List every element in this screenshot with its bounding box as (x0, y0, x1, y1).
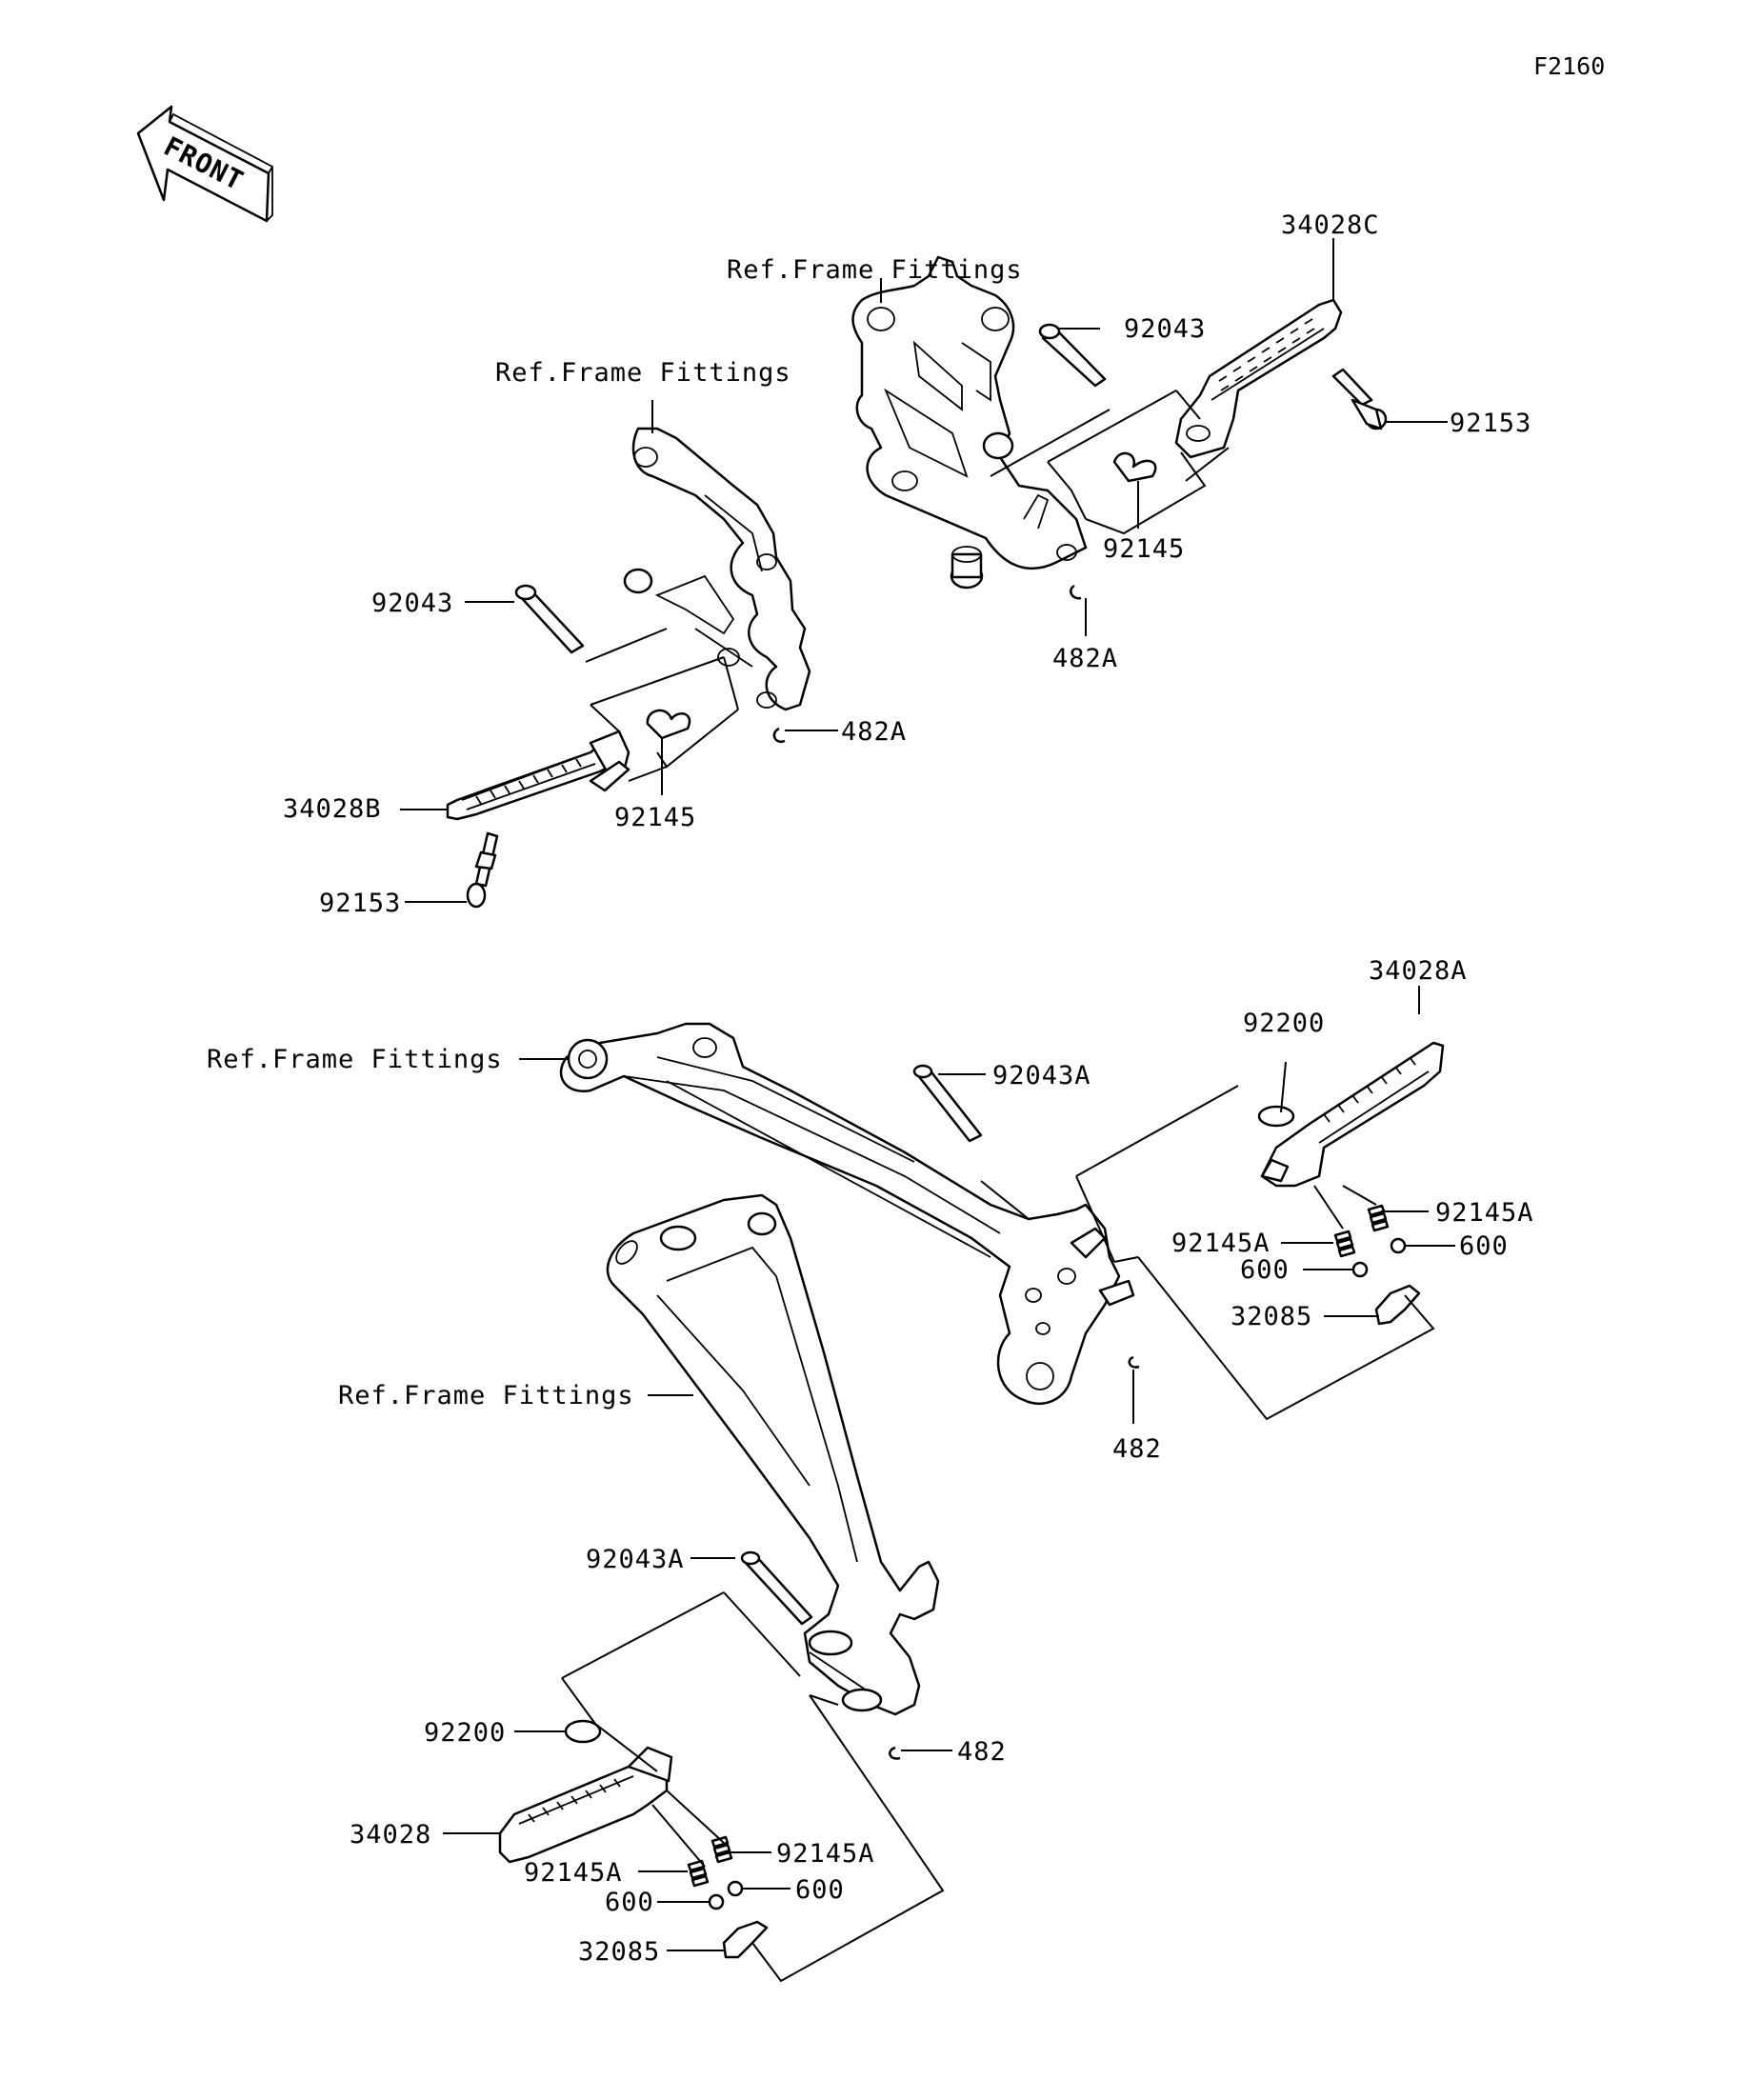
footpeg-34028B (446, 730, 630, 821)
detent-32085-left (722, 1920, 769, 1959)
label-482-right: 482 (1112, 1434, 1162, 1464)
label-34028B: 34028B (283, 794, 382, 824)
label-92145-right: 92145 (1103, 534, 1185, 564)
label-92043A-right: 92043A (992, 1061, 1091, 1090)
label-92145-left: 92145 (614, 803, 696, 832)
ball-600-right-2 (1390, 1237, 1407, 1254)
upper-right-bracket (851, 255, 1088, 590)
pin-92043A-right (912, 1064, 983, 1143)
footpeg-34028 (498, 1746, 673, 1864)
label-92200-left: 92200 (424, 1718, 506, 1748)
part-labels: Ref.Frame Fittings Ref.Frame Fittings 34… (207, 210, 1534, 1967)
label-92145A-right-2: 92145A (1435, 1198, 1534, 1228)
label-92043-right: 92043 (1124, 314, 1206, 344)
label-32085-left: 32085 (578, 1937, 660, 1967)
figure-code: F2160 (1533, 52, 1605, 80)
ref-frame-fittings-label-4: Ref.Frame Fittings (338, 1381, 634, 1410)
label-600-left-2: 600 (795, 1875, 845, 1905)
clip-482-left (889, 1746, 901, 1760)
footpeg-34028A (1260, 1041, 1445, 1188)
bolt-92153-right (1331, 368, 1388, 430)
front-arrow-icon: FRONT (136, 105, 274, 223)
label-600-right-2: 600 (1459, 1231, 1509, 1261)
pin-92043-right (1038, 323, 1107, 388)
ball-600-left-1 (708, 1893, 725, 1910)
ball-600-left-2 (727, 1880, 744, 1897)
label-92153-right: 92153 (1450, 409, 1531, 438)
clip-482A-right (1070, 584, 1082, 600)
spring-92145A-left-2 (710, 1835, 733, 1864)
label-34028A: 34028A (1369, 956, 1468, 986)
spring-92145-left (646, 709, 691, 740)
pin-92043-left (514, 584, 585, 654)
clip-482A-left (772, 727, 786, 744)
bolt-92153-left (466, 831, 499, 909)
label-34028: 34028 (350, 1820, 431, 1850)
label-34028C: 34028C (1281, 210, 1380, 240)
clip-482-right (1128, 1355, 1140, 1369)
washer-92200-right (1257, 1105, 1295, 1128)
spring-92145A-right-1 (1333, 1230, 1356, 1258)
label-600-left-1: 600 (605, 1888, 654, 1917)
ref-frame-fittings-label-1: Ref.Frame Fittings (727, 255, 1023, 285)
detent-32085-right (1374, 1284, 1421, 1326)
label-92145A-right-1: 92145A (1171, 1229, 1271, 1258)
label-482A-left: 482A (841, 717, 907, 747)
label-92200-right: 92200 (1243, 1009, 1325, 1038)
spring-92145-right (1112, 451, 1157, 483)
ref-frame-fittings-label-3: Ref.Frame Fittings (207, 1045, 503, 1074)
ball-600-right-1 (1351, 1261, 1369, 1278)
leader-lines (400, 238, 1455, 1951)
label-600-right-1: 600 (1240, 1255, 1290, 1285)
label-92145A-left-1: 92145A (524, 1858, 623, 1888)
lower-left-triangle-bracket (606, 1193, 940, 1716)
footpeg-34028C (1174, 298, 1343, 459)
label-32085-right: 32085 (1231, 1302, 1312, 1331)
label-482-left: 482 (957, 1737, 1007, 1767)
spring-92145A-right-2 (1367, 1204, 1390, 1232)
label-92153-left: 92153 (319, 889, 401, 918)
ref-frame-fittings-label-2: Ref.Frame Fittings (495, 358, 791, 388)
upper-left-bracket (623, 427, 811, 711)
label-482A-right: 482A (1052, 644, 1118, 673)
washer-92200-left (564, 1719, 602, 1744)
lower-right-long-bracket (559, 1022, 1135, 1406)
label-92043A-left: 92043A (586, 1545, 685, 1574)
pin-92043A-left (740, 1550, 813, 1626)
label-92043-left: 92043 (371, 589, 453, 618)
spring-92145A-left-1 (687, 1859, 710, 1888)
label-92145A-left-2: 92145A (776, 1839, 875, 1869)
